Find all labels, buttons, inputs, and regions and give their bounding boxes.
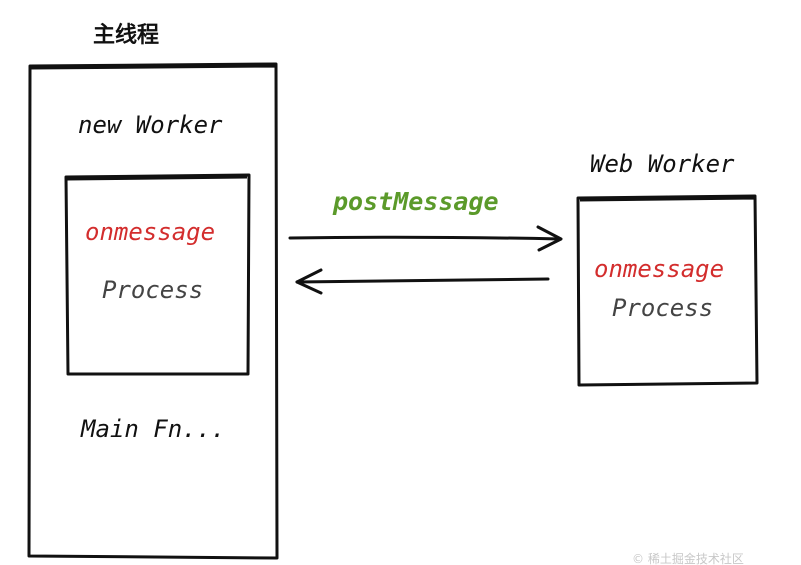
main-thread-title: 主线程 (93, 22, 159, 48)
main-fn-label: Main Fn... (80, 415, 226, 443)
web-worker-title: Web Worker (590, 150, 735, 178)
main-onmessage-label: onmessage (85, 218, 215, 246)
new-worker-label: new Worker (78, 111, 223, 139)
web-worker-box (576, 194, 759, 387)
arrow-to-main (295, 268, 550, 295)
arrow-to-worker (288, 225, 563, 252)
worker-process-label: Process (612, 294, 713, 322)
watermark: © 稀土掘金技术社区 (632, 551, 744, 565)
web-worker: Web Worker onmessage Process (576, 150, 759, 387)
main-inner-box (64, 173, 251, 376)
worker-onmessage-label: onmessage (594, 255, 724, 283)
main-thread-box (27, 62, 279, 560)
main-thread: 主线程 new Worker onmessage Process Main Fn… (27, 22, 279, 560)
main-process-label: Process (102, 276, 203, 304)
message-channel: postMessage (288, 187, 563, 295)
post-message-label: postMessage (332, 187, 499, 216)
